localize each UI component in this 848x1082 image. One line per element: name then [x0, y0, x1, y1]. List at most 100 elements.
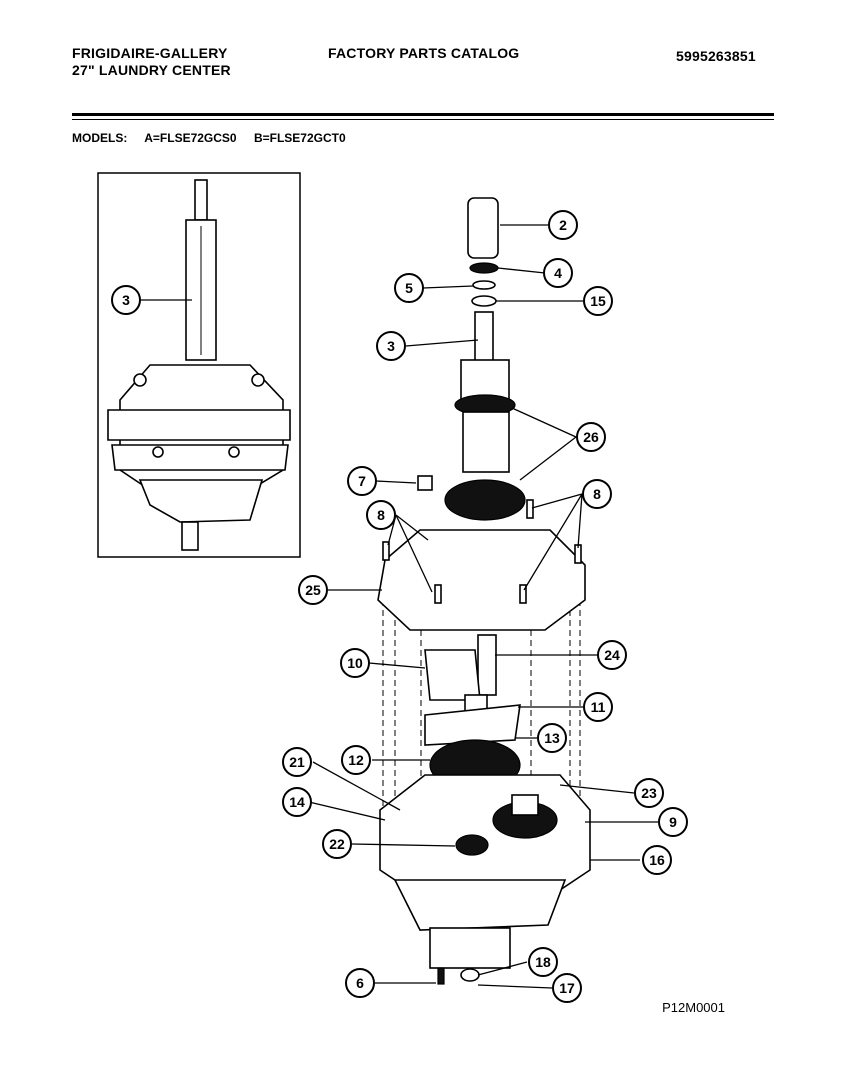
callout-number: 21 — [289, 754, 305, 770]
case-bottom — [393, 879, 567, 931]
brand-line-1: FRIGIDAIRE-GALLERY — [72, 45, 228, 61]
callout-circle — [282, 787, 312, 817]
inset-transmission-drawing — [107, 179, 291, 551]
callout-number: 2 — [559, 217, 567, 233]
header-rule-thick — [72, 113, 774, 116]
callout-10: 25 — [298, 575, 328, 605]
callout-9: 8 — [582, 479, 612, 509]
callout-5: 3 — [376, 331, 406, 361]
models-line: MODELS: A=FLSE72GCS0 B=FLSE72GCT0 — [72, 131, 360, 145]
callout-13: 11 — [583, 692, 613, 722]
crank-gear — [424, 649, 481, 701]
model-b: B=FLSE72GCT0 — [253, 131, 346, 145]
pinion-gear — [477, 634, 497, 696]
callout-circle — [552, 973, 582, 1003]
upper-bearing — [460, 359, 510, 401]
brand-title: FRIGIDAIRE-GALLERY 27" LAUNDRY CENTER — [72, 45, 231, 79]
callout-circle — [543, 258, 573, 288]
callout-number: 7 — [358, 473, 366, 489]
callout-number: 24 — [604, 647, 620, 663]
callout-22: 6 — [345, 968, 375, 998]
callout-17: 23 — [634, 778, 664, 808]
callout-12: 24 — [597, 640, 627, 670]
callout-number: 8 — [593, 486, 601, 502]
pinion — [455, 834, 489, 856]
callout-circle — [341, 745, 371, 775]
callout-number: 4 — [554, 265, 562, 281]
gear-case — [379, 774, 591, 891]
inset-callouts: 3 — [111, 285, 141, 315]
callout-circle — [298, 575, 328, 605]
callout-8: 8 — [366, 500, 396, 530]
callout-6: 26 — [576, 422, 606, 452]
agitator-shaft-top — [474, 311, 494, 363]
callout-7: 7 — [347, 466, 377, 496]
callout-number: 23 — [641, 785, 657, 801]
callout-3: 5 — [394, 273, 424, 303]
callout-number: 9 — [669, 814, 677, 830]
svg-text:3: 3 — [122, 292, 130, 308]
inset-frame — [97, 172, 301, 558]
callout-circle — [634, 778, 664, 808]
callout-number: 3 — [387, 338, 395, 354]
o-ring — [472, 280, 496, 290]
callout-number: 14 — [289, 794, 305, 810]
catalog-title: FACTORY PARTS CATALOG — [328, 45, 520, 61]
callout-number: 18 — [535, 954, 551, 970]
header-rule-thin — [72, 119, 774, 120]
callout-number: 10 — [347, 655, 363, 671]
callout-circle — [376, 331, 406, 361]
callout-15: 13 — [537, 723, 567, 753]
callout-number: 13 — [544, 730, 560, 746]
callout-circle — [548, 210, 578, 240]
callout-18: 14 — [282, 787, 312, 817]
spline-coupling — [467, 197, 499, 259]
callout-number: 6 — [356, 975, 364, 991]
lower-seal — [444, 479, 526, 521]
callout-circle — [322, 829, 352, 859]
model-a: A=FLSE72GCS0 — [144, 131, 237, 145]
transmission-cover — [377, 529, 586, 631]
callout-21: 16 — [642, 845, 672, 875]
shaft-tube — [462, 411, 510, 473]
callout-circle — [583, 286, 613, 316]
callout-4: 15 — [583, 286, 613, 316]
callout-circle — [282, 747, 312, 777]
callout-circle — [658, 807, 688, 837]
callout-circle — [576, 422, 606, 452]
callout-16: 21 — [282, 747, 312, 777]
plug-cap — [460, 968, 480, 982]
callout-23: 18 — [528, 947, 558, 977]
main-transmission-drawing — [377, 197, 591, 985]
callout-circle — [528, 947, 558, 977]
callout-number: 25 — [305, 582, 321, 598]
figure-code: P12M0001 — [662, 1000, 725, 1015]
callout-number: 11 — [591, 699, 606, 715]
washer — [471, 295, 497, 307]
callout-number: 8 — [377, 507, 385, 523]
callout-circle — [583, 692, 613, 722]
callout-1: 2 — [548, 210, 578, 240]
callout-11: 10 — [340, 648, 370, 678]
leaders — [140, 224, 658, 989]
callout-circle — [366, 500, 396, 530]
callout-circle — [340, 648, 370, 678]
callout-circle — [537, 723, 567, 753]
callout-number: 16 — [649, 852, 665, 868]
callout-2: 4 — [543, 258, 573, 288]
callout-number: 17 — [559, 980, 575, 996]
brand-line-2: 27" LAUNDRY CENTER — [72, 62, 231, 78]
plug — [417, 475, 433, 491]
drain-housing — [429, 927, 511, 969]
callout-number: 22 — [329, 836, 345, 852]
models-label: MODELS: — [72, 131, 128, 145]
catalog-part-number: 5995263851 — [676, 48, 756, 64]
callout-number: 15 — [590, 293, 606, 309]
callout-circle — [345, 968, 375, 998]
callout-number: 26 — [583, 429, 599, 445]
callout-circle — [642, 845, 672, 875]
screw — [437, 967, 445, 985]
rack — [424, 704, 521, 746]
